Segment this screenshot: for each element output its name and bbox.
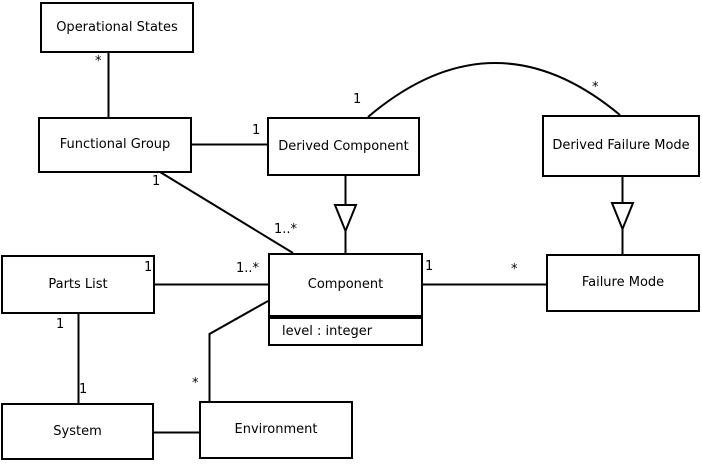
connector-arc-dc-dfm (367, 62, 621, 118)
node-environment: Environment (199, 401, 353, 459)
connector-comp-env (208, 300, 269, 401)
node-system: System (1, 403, 154, 460)
node-label: System (53, 423, 102, 439)
multiplicity-pl-comp-dst: 1..* (236, 261, 260, 276)
node-label: Failure Mode (581, 275, 665, 291)
node-operational-states: Operational States (40, 2, 194, 53)
node-derived-failure-mode: Derived Failure Mode (542, 115, 700, 177)
multiplicity-arc-dfm: * (592, 80, 599, 95)
multiplicity-fg-comp-dst: 1..* (274, 222, 298, 237)
node-failure-mode: Failure Mode (546, 254, 700, 312)
generalization-arrow-component (333, 204, 358, 234)
node-component-attribute-compartment: level : integer (268, 317, 423, 346)
multiplicity-comp-fm-src: 1 (425, 259, 434, 274)
node-label: Functional Group (59, 137, 171, 153)
node-label: Derived Failure Mode (552, 138, 690, 154)
node-label: Parts List (48, 276, 108, 292)
node-derived-component: Derived Component (267, 117, 420, 176)
multiplicity-comp-fm-dst: * (511, 262, 518, 277)
node-parts-list: Parts List (1, 255, 155, 314)
multiplicity-pl-comp-src: 1 (144, 260, 153, 275)
multiplicity-fg-comp-src: 1 (152, 174, 161, 189)
multiplicity-pl-sys-src: 1 (56, 317, 65, 332)
node-component: Component (268, 253, 423, 317)
generalization-arrow-failure-mode (610, 202, 635, 232)
attribute-label: level : integer (282, 324, 373, 339)
node-functional-group: Functional Group (38, 117, 192, 173)
node-label: Derived Component (278, 138, 409, 154)
multiplicity-fg-dc: 1 (252, 123, 261, 138)
node-label: Component (307, 277, 384, 293)
connector-fg-comp (159, 171, 294, 254)
multiplicity-arc-dc: 1 (353, 92, 362, 107)
multiplicity-comp-env-dst: * (192, 376, 199, 391)
multiplicity-pl-sys-dst: 1 (79, 382, 88, 397)
node-label: Environment (234, 422, 318, 438)
node-label: Operational States (56, 19, 178, 35)
multiplicity-os-fg: * (95, 54, 102, 69)
